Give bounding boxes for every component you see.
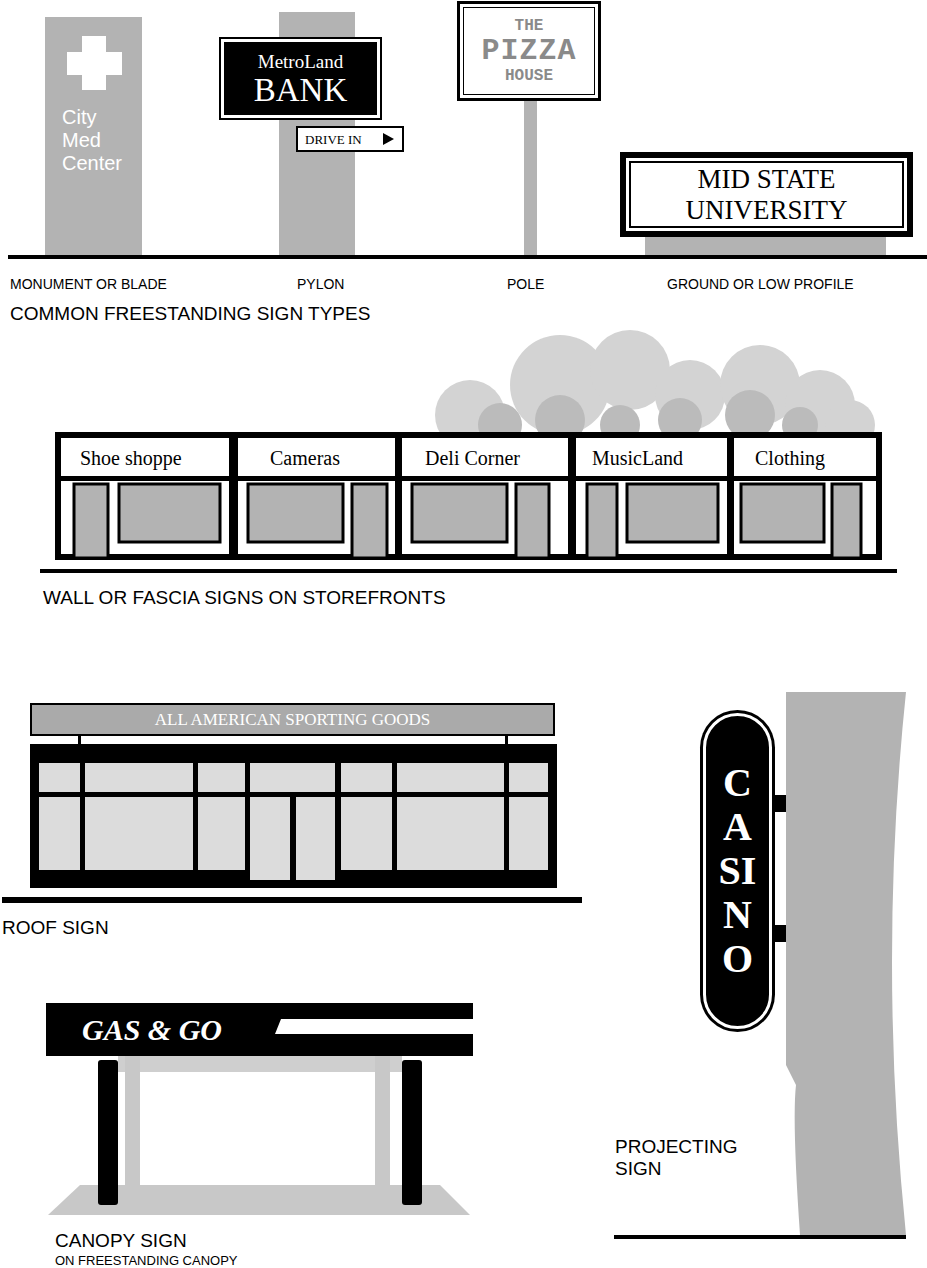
sign-text: BANK xyxy=(254,73,348,107)
fascia-line xyxy=(55,476,882,481)
ground-line xyxy=(614,1235,906,1239)
sign-text: Deli Corner xyxy=(425,447,520,470)
sign-text: DRIVE IN xyxy=(305,132,362,147)
doors-windows xyxy=(74,484,861,558)
caption-label: CANOPY SIGN xyxy=(55,1230,187,1252)
fascia-sign: MusicLand xyxy=(576,441,727,476)
sign-text: Cameras xyxy=(270,447,340,470)
fascia-sign: Shoe shoppe xyxy=(62,441,229,476)
fascia-sign: Clothing xyxy=(734,441,876,476)
blade-sign xyxy=(45,17,142,257)
ground-sign: MID STATE UNIVERSITY xyxy=(620,152,913,237)
arrow-symbol xyxy=(383,133,394,145)
sign-text: HOUSE xyxy=(505,67,553,85)
bracket xyxy=(772,795,786,812)
sign-text: THE xyxy=(515,17,544,35)
caption-label: MONUMENT OR BLADE xyxy=(10,276,167,292)
post xyxy=(402,1060,422,1205)
canopy-fascia: GAS & GO xyxy=(46,1003,473,1056)
pylon-sign: MetroLandBANK xyxy=(221,39,380,118)
shop-windows xyxy=(39,763,548,880)
sign-text: City Med Center xyxy=(62,106,132,175)
building-wall xyxy=(786,692,906,1235)
fascia-sign: Deli Corner xyxy=(402,441,568,476)
column xyxy=(375,1056,390,1190)
sign-text: GAS & GO xyxy=(82,1013,222,1047)
sign-text: MusicLand xyxy=(592,447,683,470)
sign-support xyxy=(505,736,508,745)
ground-line xyxy=(8,255,927,259)
caption-label: ON FREESTANDING CANOPY xyxy=(55,1254,238,1268)
caption-label: WALL OR FASCIA SIGNS ON STOREFRONTS xyxy=(43,587,446,609)
ground-line xyxy=(2,897,582,903)
caption-label: POLE xyxy=(507,276,544,292)
cross-symbol xyxy=(67,36,122,90)
post xyxy=(98,1060,118,1205)
sign-support xyxy=(78,736,81,745)
pole-sign: THEPIZZAHOUSE xyxy=(457,1,601,101)
sign-text: ALL AMERICAN SPORTING GOODS xyxy=(155,710,431,730)
directional-sign: DRIVE IN xyxy=(296,126,404,152)
storefront-building xyxy=(58,435,879,557)
caption-label: PYLON xyxy=(297,276,344,292)
roof-sign: ALL AMERICAN SPORTING GOODS xyxy=(30,703,555,736)
sign-text: MID STATE UNIVERSITY xyxy=(657,164,877,226)
column xyxy=(125,1056,140,1190)
pole xyxy=(524,100,537,257)
sign-text: PIZZA xyxy=(481,35,576,67)
sign-text: Clothing xyxy=(755,447,825,470)
sign-text: CASINO xyxy=(718,761,758,981)
store-dividers xyxy=(229,432,734,560)
monument-sign: City Med Center xyxy=(62,106,140,181)
ground-line xyxy=(40,569,897,573)
caption-label: COMMON FREESTANDING SIGN TYPES xyxy=(10,303,370,325)
roof-building xyxy=(30,744,557,888)
sign-text: MetroLand xyxy=(258,51,343,73)
fascia-sign: Cameras xyxy=(238,441,395,476)
bracket xyxy=(772,925,786,942)
canopy-underside xyxy=(118,1056,402,1072)
projecting-sign: CASINO xyxy=(703,713,772,1029)
caption-label: ROOF SIGN xyxy=(2,917,109,939)
caption-label: PROJECTING SIGN xyxy=(615,1136,755,1180)
sign-text: Shoe shoppe xyxy=(80,447,182,470)
accent-stripe xyxy=(275,1019,473,1034)
caption-label: GROUND OR LOW PROFILE xyxy=(667,276,854,292)
